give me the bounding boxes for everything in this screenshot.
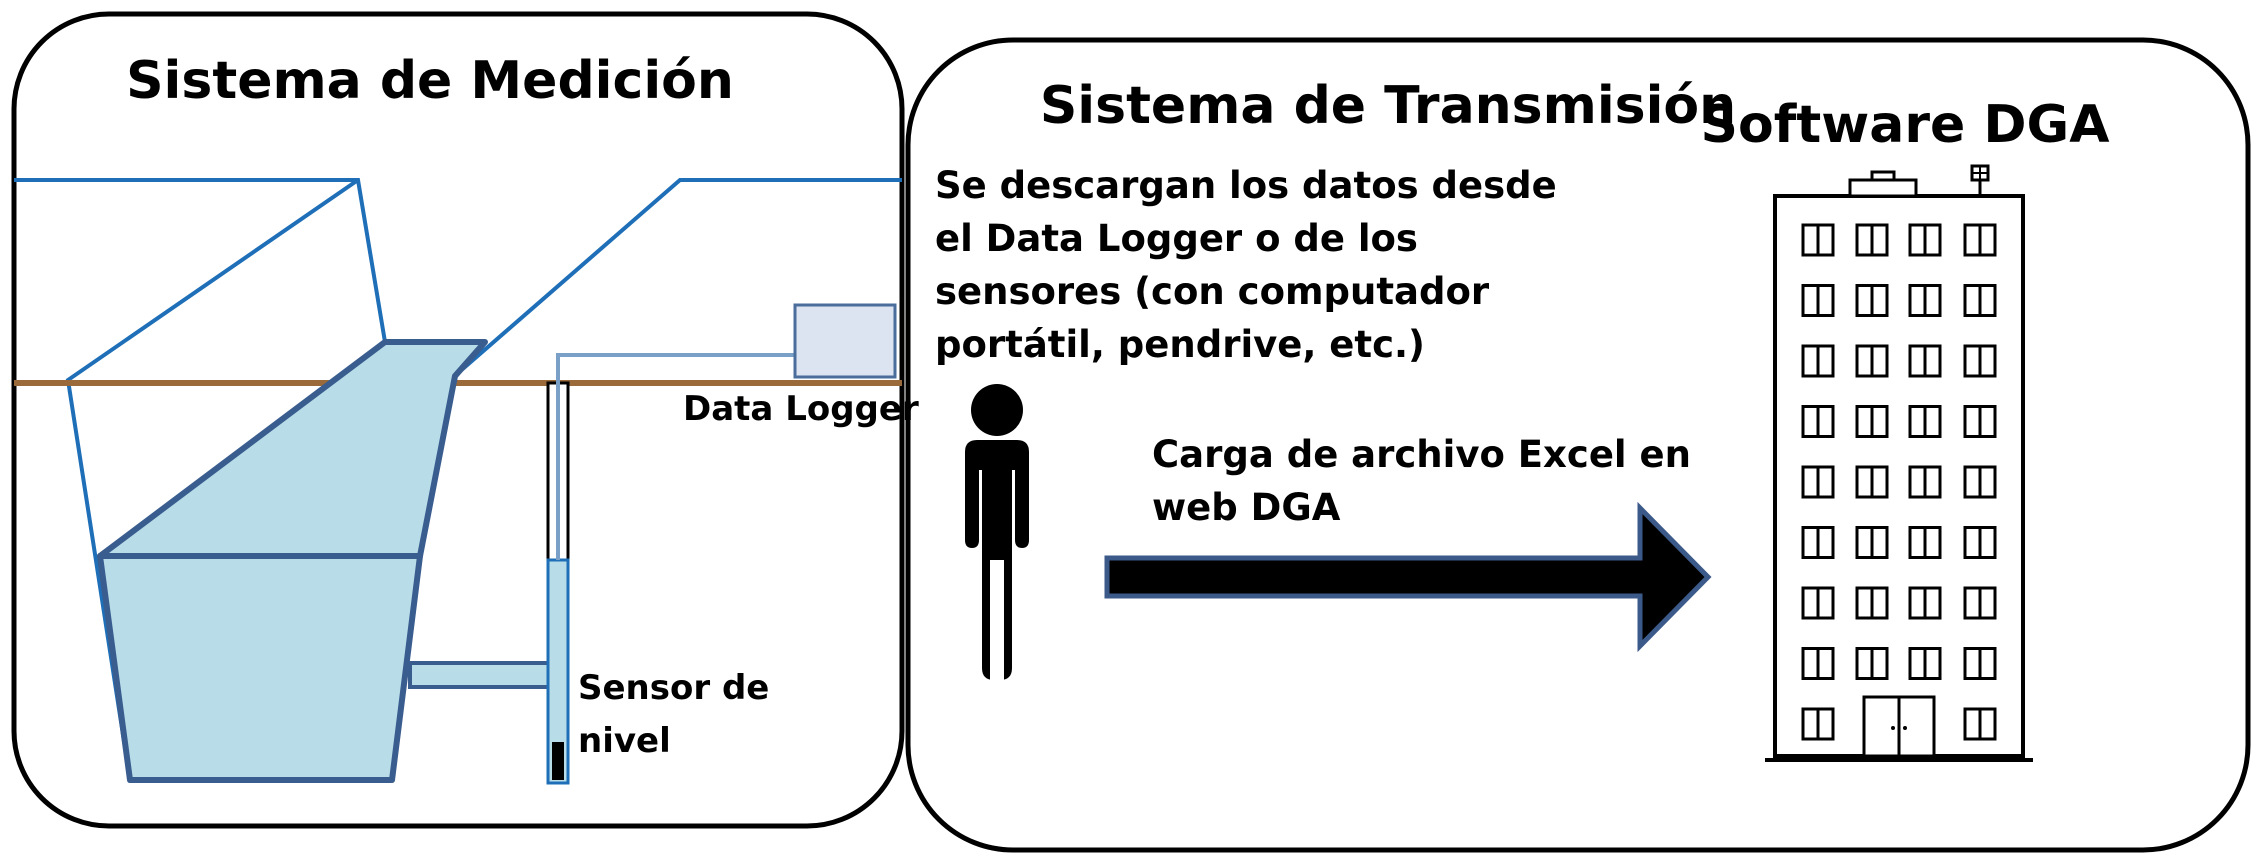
sensor-well bbox=[546, 381, 570, 785]
arrow-label-line-2: web DGA bbox=[1152, 486, 1341, 529]
building-window bbox=[1908, 405, 1942, 438]
building-window bbox=[1801, 707, 1835, 741]
building-window bbox=[1908, 465, 1942, 499]
description-line-3: sensores (con computador bbox=[935, 270, 1490, 313]
building-window bbox=[1855, 284, 1889, 317]
sensor-label-line2: nivel bbox=[578, 721, 671, 761]
building-window bbox=[1908, 223, 1942, 257]
building-window bbox=[1908, 344, 1942, 378]
description-line-1: Se descargan los datos desde bbox=[935, 164, 1557, 207]
connecting-pipe bbox=[408, 661, 552, 689]
level-sensor bbox=[552, 742, 564, 780]
data-logger-label: Data Logger bbox=[683, 389, 919, 429]
building-window bbox=[1801, 284, 1835, 317]
building-window bbox=[1801, 344, 1835, 378]
building-window bbox=[1855, 223, 1889, 257]
building-window bbox=[1855, 405, 1889, 438]
building-window bbox=[1908, 586, 1942, 620]
building-window bbox=[1963, 344, 1997, 378]
building-window bbox=[1963, 465, 1997, 499]
building-window bbox=[1963, 526, 1997, 559]
building-window bbox=[1801, 586, 1835, 620]
building-icon bbox=[1765, 164, 2033, 762]
building-window bbox=[1963, 223, 1997, 257]
data-logger-box bbox=[793, 303, 897, 379]
building-window bbox=[1963, 284, 1997, 317]
building-window bbox=[1801, 526, 1835, 559]
measurement-title: Sistema de Medición bbox=[126, 51, 734, 111]
building-window bbox=[1801, 223, 1835, 257]
building-window bbox=[1908, 284, 1942, 317]
building-window bbox=[1855, 465, 1889, 499]
building-window bbox=[1963, 586, 1997, 620]
transmission-title: Sistema de Transmisión bbox=[1040, 76, 1736, 136]
arrow-label-line-1: Carga de archivo Excel en bbox=[1152, 433, 1691, 476]
building-window bbox=[1908, 526, 1942, 559]
software-title: Software DGA bbox=[1701, 95, 2110, 155]
transmission-panel-frame bbox=[905, 37, 2251, 853]
measurement-panel-frame bbox=[11, 11, 905, 829]
sensor-label-line1: Sensor de bbox=[578, 668, 769, 708]
sensor-cable bbox=[556, 353, 795, 560]
building-window bbox=[1855, 647, 1889, 680]
person-icon bbox=[965, 384, 1029, 680]
measurement-panel: Sistema de Medición Data Logger Sensor d… bbox=[11, 11, 919, 829]
arrow-right-icon bbox=[1104, 501, 1712, 653]
building-window bbox=[1801, 465, 1835, 499]
transmission-panel: Sistema de Transmisión Se descargan los … bbox=[905, 37, 2251, 853]
building-window bbox=[1963, 707, 1997, 741]
building-window bbox=[1908, 647, 1942, 680]
building-window bbox=[1963, 405, 1997, 438]
building-window bbox=[1801, 405, 1835, 438]
building-window bbox=[1801, 647, 1835, 680]
description-line-4: portátil, pendrive, etc.) bbox=[935, 323, 1425, 366]
building-window bbox=[1855, 586, 1889, 620]
water-channel bbox=[97, 339, 488, 783]
description-line-2: el Data Logger o de los bbox=[935, 217, 1418, 260]
building-window bbox=[1855, 526, 1889, 559]
building-window bbox=[1963, 647, 1997, 680]
building-window bbox=[1855, 344, 1889, 378]
